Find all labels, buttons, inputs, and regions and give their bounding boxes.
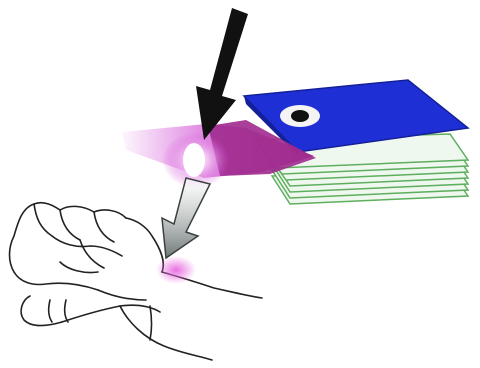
hand-outline: [10, 203, 263, 360]
fingertip-glow: [156, 256, 196, 284]
eye-spot-icon: [280, 105, 320, 127]
arrow-down-icon: [162, 178, 210, 258]
arrow-down-icon: [196, 8, 248, 140]
